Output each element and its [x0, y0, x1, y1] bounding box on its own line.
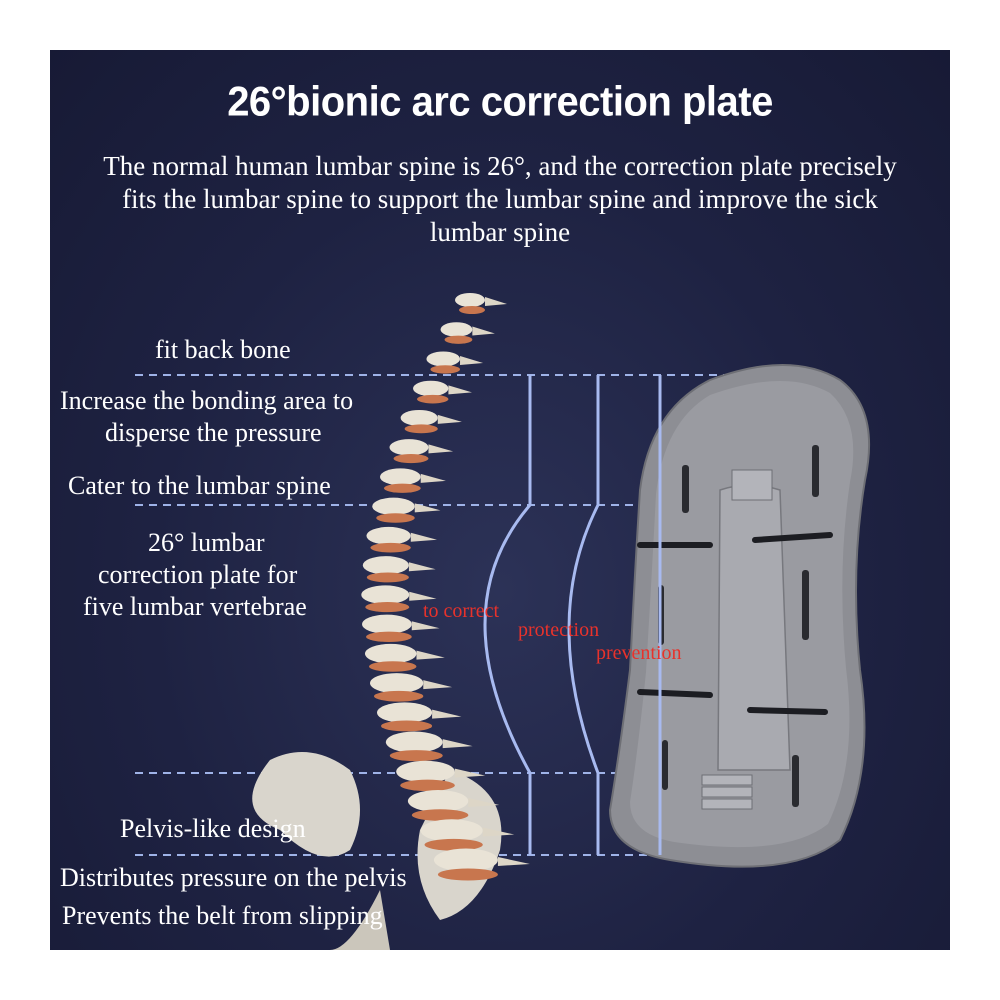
vertebra: [361, 585, 410, 605]
spinous-process: [448, 385, 472, 395]
vertebra: [413, 380, 449, 397]
label-pelvis-design: Pelvis-like design: [120, 814, 306, 843]
arc-label-prevention: prevention: [596, 642, 682, 664]
arc-lines: [483, 375, 662, 855]
disc: [376, 513, 415, 523]
vertebra: [385, 731, 443, 753]
vertebra: [433, 848, 498, 872]
vertebra: [370, 673, 424, 694]
spinous-process: [460, 355, 484, 365]
spinous-process: [497, 857, 530, 866]
page-title: 26°bionic arc correction plate: [227, 78, 773, 126]
spinous-process: [454, 768, 486, 778]
spinous-process: [442, 739, 473, 749]
label-bonding-area-line1: Increase the bonding area to: [60, 386, 354, 415]
arc-label-protection: protection: [518, 619, 600, 641]
disc: [370, 542, 411, 553]
spinous-process: [428, 444, 454, 454]
spinous-process: [410, 532, 437, 542]
label-plate-line2: correction plate for: [98, 560, 298, 589]
vertebra: [379, 468, 421, 486]
spinous-process: [468, 798, 500, 808]
vertebra: [400, 409, 438, 426]
disc: [393, 454, 429, 464]
vertebra: [377, 702, 433, 723]
vertebra: [372, 497, 415, 515]
disc: [424, 838, 483, 851]
vertebra: [455, 293, 485, 307]
spinous-process: [485, 297, 507, 306]
disc: [400, 779, 455, 792]
vertebra: [440, 322, 473, 337]
disc: [430, 365, 461, 374]
vertebra: [364, 643, 417, 664]
disc: [389, 750, 443, 762]
label-bonding-area-line2: disperse the pressure: [105, 418, 322, 447]
disc: [366, 572, 409, 583]
correction-plate-image: [608, 364, 871, 868]
description: The normal human lumbar spine is 26°, an…: [103, 151, 897, 247]
spinous-process: [408, 562, 436, 572]
disc: [417, 394, 449, 404]
disc: [459, 306, 485, 314]
disc: [365, 602, 410, 613]
label-cater: Cater to the lumbar spine: [68, 471, 331, 500]
product-infographic: 26°bionic arc correction plate The norma…: [50, 50, 950, 950]
spinous-process: [409, 591, 437, 601]
spinous-process: [420, 473, 446, 483]
disc: [437, 868, 498, 881]
disc: [368, 661, 417, 672]
vertebra: [366, 526, 411, 545]
disc: [381, 720, 433, 732]
spinous-process: [482, 827, 515, 837]
spinous-process: [432, 709, 462, 719]
vertebra: [389, 439, 429, 456]
label-fit-back-bone: fit back bone: [155, 335, 291, 364]
disc: [444, 335, 473, 344]
vertebra: [420, 819, 483, 842]
spinous-process: [423, 680, 453, 690]
disc: [366, 631, 412, 642]
disc: [411, 809, 469, 821]
disc: [374, 690, 424, 702]
vertebra: [426, 351, 461, 367]
illustration: [135, 293, 871, 950]
arc-label-correct: to correct: [423, 600, 500, 622]
spinous-process: [472, 326, 495, 336]
spinous-process: [416, 650, 445, 660]
label-plate-line1: 26° lumbar: [148, 528, 265, 557]
label-plate-line3: five lumbar vertebrae: [83, 592, 307, 621]
vertebra: [407, 790, 469, 813]
disc: [383, 483, 421, 493]
vertebrae: [361, 293, 530, 881]
vertebra: [362, 614, 412, 634]
spinous-process: [414, 503, 441, 513]
vertebra: [396, 760, 455, 783]
label-distributes: Distributes pressure on the pelvis: [60, 863, 407, 892]
spinous-process: [437, 414, 462, 424]
disc: [404, 424, 438, 434]
label-prevents: Prevents the belt from slipping: [62, 901, 383, 930]
spinous-process: [411, 621, 440, 631]
vertebra: [362, 556, 409, 575]
